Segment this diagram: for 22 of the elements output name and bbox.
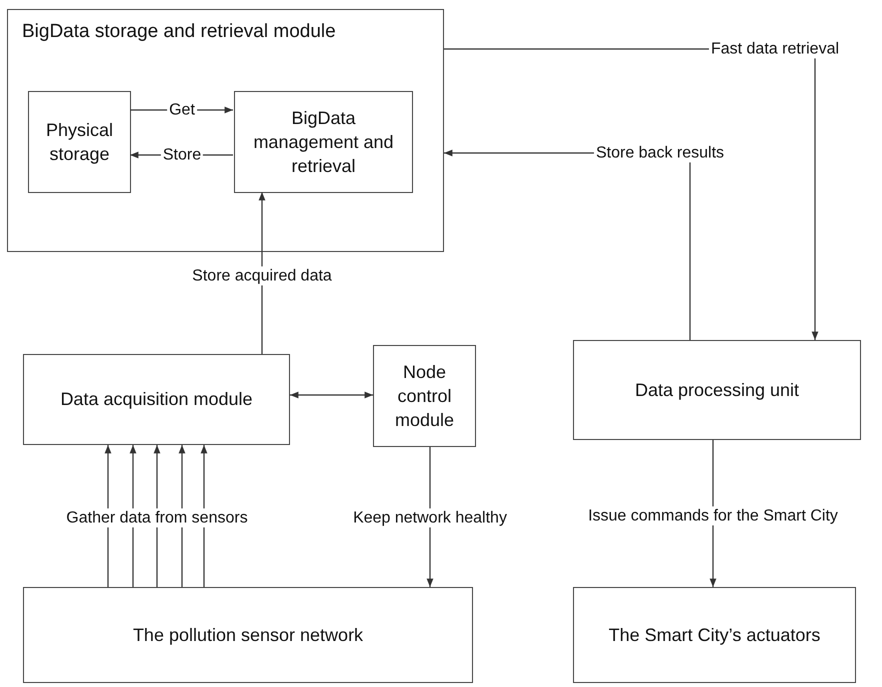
module-box	[7, 9, 444, 252]
node-label: Physical storage	[44, 118, 114, 166]
process-box	[23, 587, 473, 683]
edge-label: Gather data from sensors	[64, 508, 250, 528]
node-label: BigData management and retrieval	[252, 106, 395, 178]
process-box	[28, 91, 131, 193]
node-label: Node control module	[394, 360, 456, 432]
node-label: Data processing unit	[634, 378, 800, 402]
edge-label: Store acquired data	[190, 266, 334, 286]
node-label: Data acquisition module	[60, 388, 253, 412]
process-box	[23, 354, 290, 445]
process-box	[234, 91, 413, 193]
node-label: The pollution sensor network	[132, 624, 364, 647]
process-box	[373, 345, 476, 447]
edge-label: Keep network healthy	[351, 508, 509, 528]
process-box	[573, 587, 856, 683]
node-label: The Smart City’s actuators	[608, 624, 820, 647]
module-title: BigData storage and retrieval module	[22, 20, 336, 44]
process-box	[573, 340, 861, 440]
arrow	[258, 192, 266, 354]
arrow	[290, 392, 373, 398]
edge-label: Store back results	[594, 143, 726, 163]
